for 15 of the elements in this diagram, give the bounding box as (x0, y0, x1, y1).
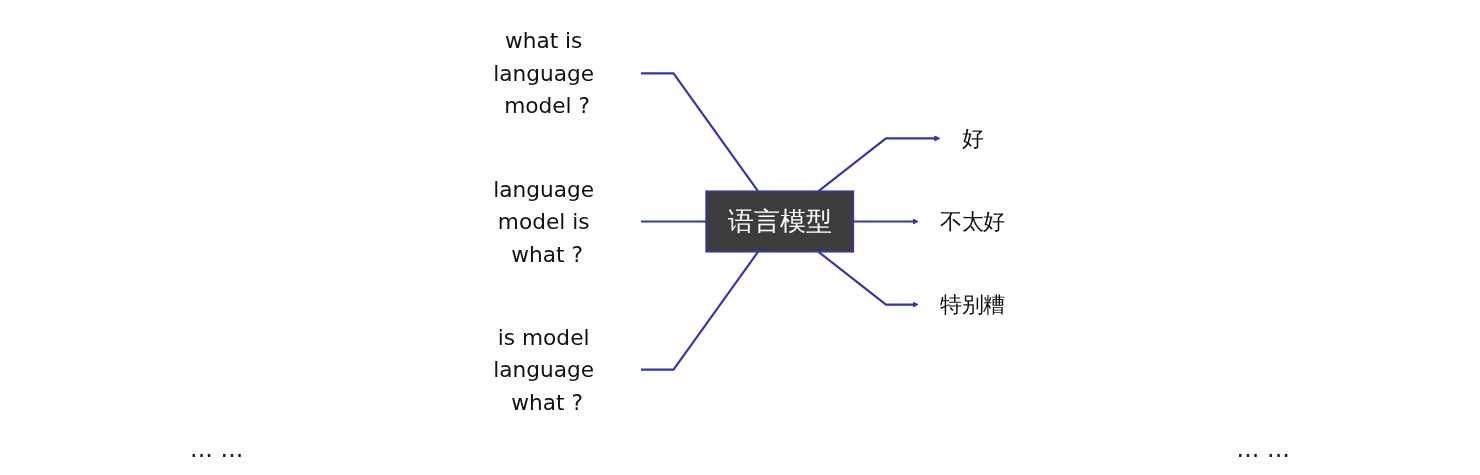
ellipsis-text: ... ... (190, 435, 244, 463)
node-box: 语言模型 (705, 190, 855, 253)
node-text: what is language model ? (493, 28, 595, 119)
node-text: language model is what ? (493, 176, 595, 267)
arrow (817, 251, 919, 308)
arrow (853, 218, 919, 225)
node-text: 特别糟 (940, 291, 1006, 318)
connector (641, 251, 759, 371)
connector (641, 72, 759, 192)
node-text: 好 (961, 125, 984, 152)
arrow (817, 135, 941, 192)
node-text: 不太好 (940, 208, 1006, 235)
node-text: is model language what ? (493, 324, 595, 415)
ellipsis-text: ... ... (1236, 435, 1290, 463)
connector (641, 220, 707, 223)
